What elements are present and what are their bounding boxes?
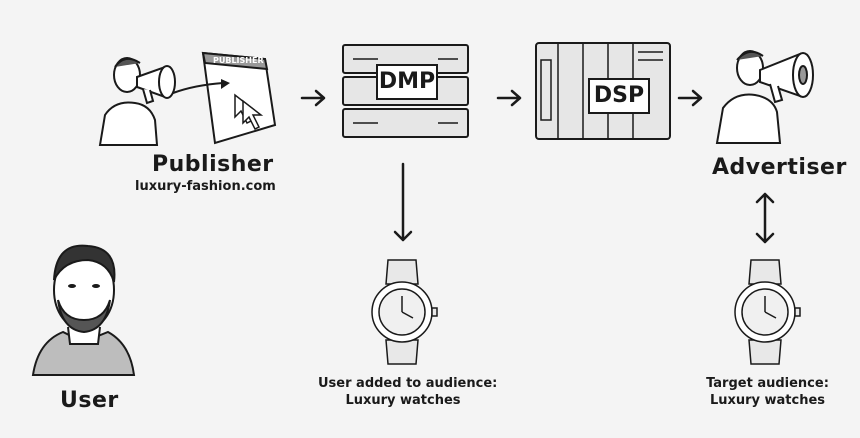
dsp-label: DSP bbox=[588, 78, 650, 114]
target-audience-caption: Target audience: Luxury watches bbox=[706, 376, 829, 408]
advertiser-title: Advertiser bbox=[712, 155, 847, 180]
publisher-title: Publisher bbox=[152, 152, 274, 177]
person-icon bbox=[31, 244, 136, 376]
sign-text: PUBLISHER bbox=[213, 56, 264, 65]
arrow-icon bbox=[300, 89, 326, 107]
publisher-domain: luxury-fashion.com bbox=[135, 179, 276, 194]
double-arrow-icon bbox=[755, 192, 775, 244]
arrow-icon bbox=[496, 89, 522, 107]
watch-icon bbox=[734, 259, 801, 365]
arrow-icon bbox=[677, 89, 703, 107]
publisher-illustration: PUBLISHER bbox=[98, 51, 277, 146]
user-added-caption: User added to audience: Luxury watches bbox=[318, 376, 498, 408]
advertiser-illustration bbox=[715, 50, 814, 144]
arrow-icon bbox=[393, 162, 413, 242]
dmp-label: DMP bbox=[376, 64, 438, 100]
user-title: User bbox=[60, 388, 119, 413]
watch-icon bbox=[371, 259, 438, 365]
megaphone-icon bbox=[759, 52, 814, 104]
megaphone-icon bbox=[136, 65, 176, 105]
